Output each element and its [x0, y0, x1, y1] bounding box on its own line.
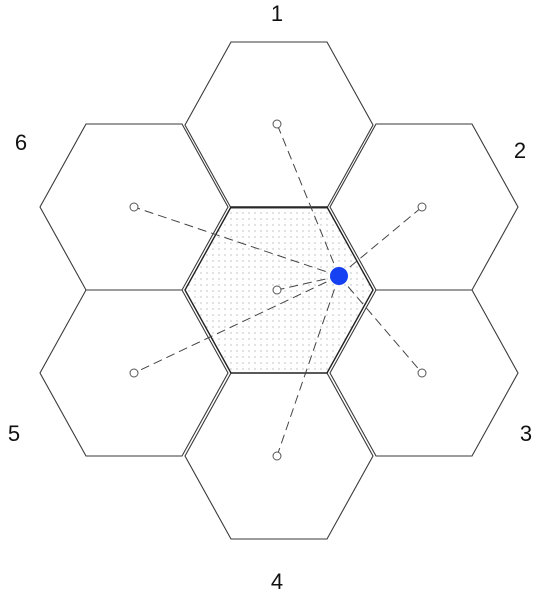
cell-site-center-icon [272, 285, 282, 295]
user-dot-icon [330, 267, 348, 285]
link-to-cell-2 [338, 206, 423, 277]
link-to-cell-3 [338, 275, 423, 374]
cell-label-1: 1 [271, 1, 283, 26]
cell-site-5-icon [129, 368, 139, 378]
cell-site-3-icon [417, 368, 427, 378]
cell-label-4: 4 [271, 569, 283, 594]
cell-label-3: 3 [520, 421, 532, 446]
cell-site-6-icon [129, 202, 139, 212]
link-to-cell-5 [133, 275, 340, 374]
cell-3-hexagon [329, 289, 519, 457]
link-to-cell-6 [133, 206, 340, 277]
cell-site-4-icon [272, 451, 282, 461]
cell-label-6: 6 [15, 130, 27, 155]
link-to-cell-4 [276, 275, 340, 457]
cell-site-1-icon [272, 119, 282, 129]
cell-6-hexagon [39, 123, 229, 291]
cell-site-2-icon [417, 202, 427, 212]
cell-label-5: 5 [8, 421, 20, 446]
link-to-center-cell [276, 275, 340, 291]
cell-label-2: 2 [514, 138, 526, 163]
